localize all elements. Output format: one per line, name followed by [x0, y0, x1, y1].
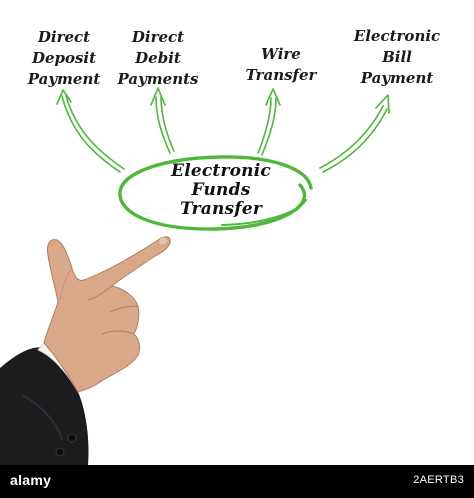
label-direct-deposit-payment: Direct Deposit Payment [27, 28, 101, 88]
image-code: 2AERTB3 [413, 474, 464, 486]
label-wire-transfer: Wire Transfer [245, 45, 317, 84]
arrow-to-wire-transfer [257, 88, 281, 156]
arrow-to-direct-debit [150, 87, 175, 154]
hand-pointing-illustration [0, 236, 171, 465]
label-electronic-bill-payment: Electronic Bill Payment [353, 27, 441, 87]
stock-footer-bar: alamy 2AERTB3 [0, 465, 474, 498]
arrow-to-electronic-bill-payment [319, 94, 390, 173]
center-label-electronic-funds-transfer: Electronic Funds Transfer [171, 161, 271, 219]
alamy-logo: alamy [10, 472, 52, 488]
arrow-to-direct-deposit [56, 89, 125, 173]
diagram-graphics [0, 87, 390, 465]
center-ellipse [118, 155, 313, 231]
label-direct-debit-payments: Direct Debit Payments [117, 28, 199, 88]
diagram-canvas: Direct Deposit Payment Direct Debit Paym… [0, 27, 441, 465]
